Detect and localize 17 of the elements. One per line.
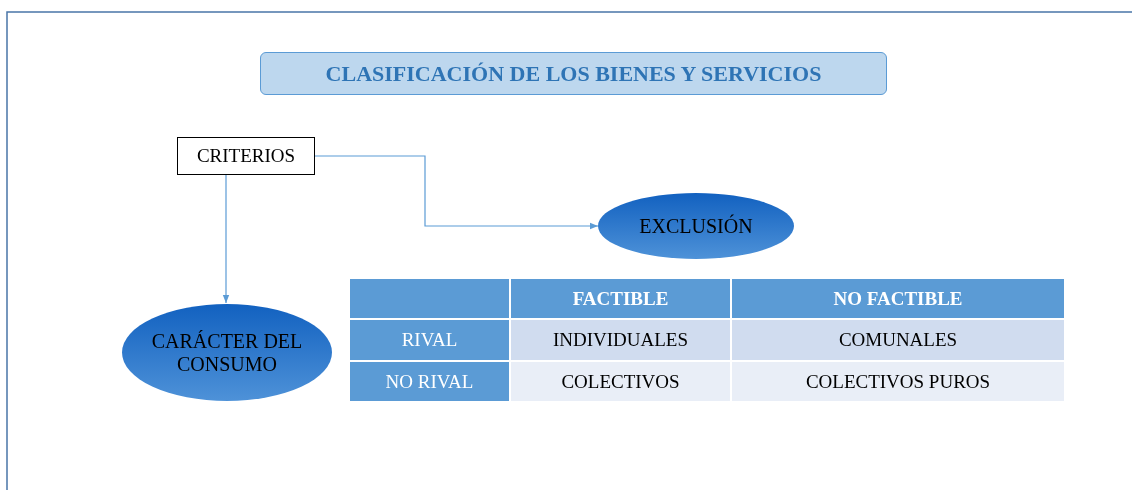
ellipse-node [122,304,332,401]
table-row-header: NO RIVAL [350,362,509,401]
table-cell: COLECTIVOS [511,362,730,401]
table-row-header: RIVAL [350,320,509,360]
label-box [177,137,315,175]
table-header-cell: NO FACTIBLE [732,279,1064,318]
table-cell: INDIVIDUALES [511,320,730,360]
arrow [222,174,230,304]
table-cell: COLECTIVOS PUROS [732,362,1064,401]
arrow [314,155,599,230]
title-banner: CLASIFICACIÓN DE LOS BIENES Y SERVICIOS [260,52,887,95]
table-cell: COMUNALES [732,320,1064,360]
table-header-cell: FACTIBLE [511,279,730,318]
ellipse-node [598,193,794,259]
node-label: CARÁCTER DEL CONSUMO [150,329,304,376]
node-label: CRITERIOS [195,145,297,167]
node-label: EXCLUSIÓN [638,214,754,238]
